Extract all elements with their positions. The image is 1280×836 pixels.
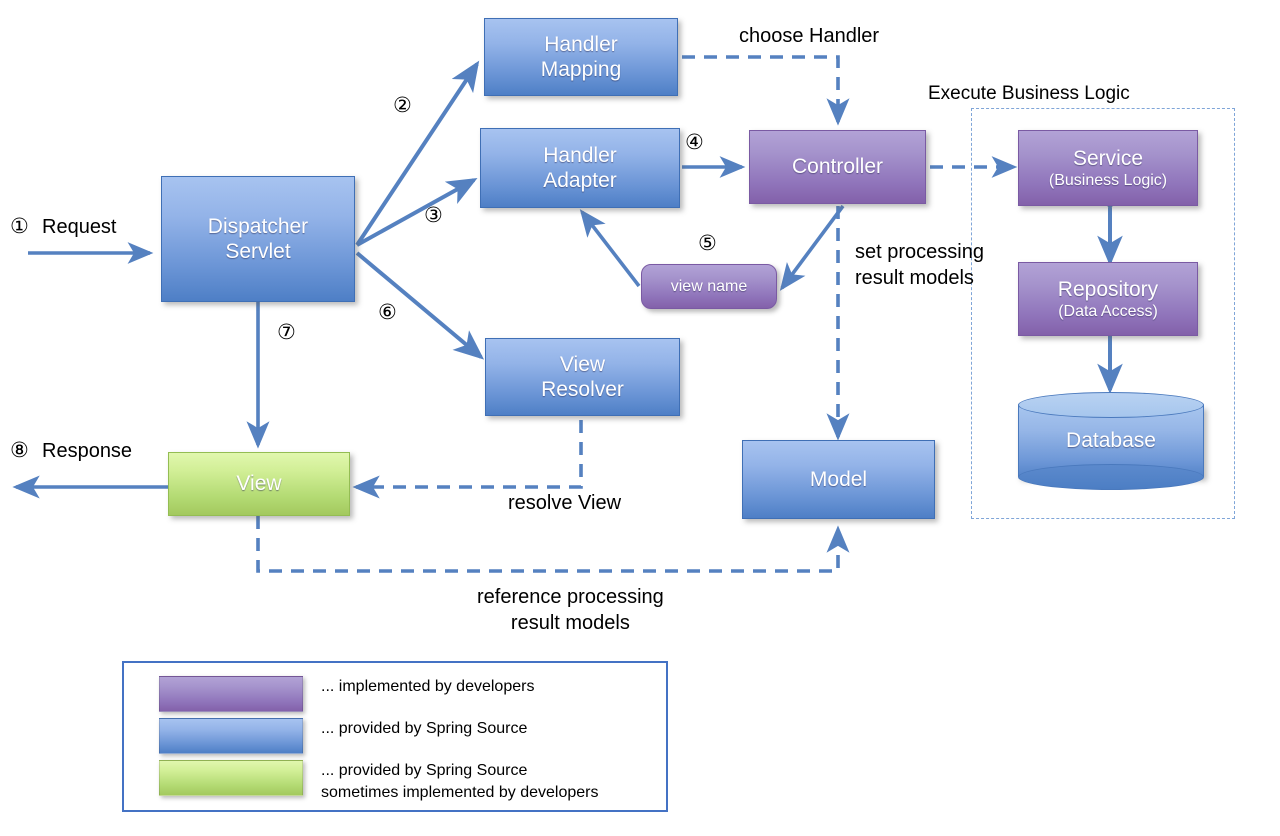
node-controller[interactable]: Controller (749, 130, 926, 204)
label-choose-handler: choose Handler (739, 25, 880, 47)
business-logic-region (971, 108, 1235, 519)
legend-swatch-implemented-by-developers (159, 676, 303, 712)
step-number-6: ⑥ (378, 301, 397, 324)
legend-label-provided-by-spring-source: ... provided by Spring Source (321, 720, 528, 737)
step-number-2: ② (393, 94, 412, 117)
node-dispatcher-servlet-line1: Dispatcher (207, 214, 309, 238)
node-model[interactable]: Model (742, 440, 935, 519)
legend-label-provided-sometimes-implemented: ... provided by Spring Source sometimes … (321, 762, 599, 801)
legend-swatch-provided-sometimes-implemented (159, 760, 303, 796)
node-dispatcher-servlet-line2: Servlet (225, 240, 291, 263)
node-view-name[interactable]: view name (641, 264, 777, 309)
arrow-dispatcher-to-handler-mapping (355, 60, 480, 247)
legend-label-implemented-by-developers: ... implemented by developers (321, 678, 535, 695)
node-handler-adapter-line1: Handler (543, 143, 617, 167)
node-repository-line1: Repository (1057, 277, 1159, 301)
node-service-line2: (Business Logic) (1048, 172, 1168, 189)
step-number-8: ⑧ (10, 439, 29, 462)
label-set-processing-result-models: set processing result models (855, 241, 984, 289)
node-repository[interactable]: Repository (Data Access) (1018, 262, 1198, 336)
legend-item: ... provided by Spring Source sometimes … (159, 760, 598, 803)
legend-swatch-provided-by-spring-source (159, 718, 303, 754)
node-handler-adapter[interactable]: Handler Adapter (480, 128, 680, 208)
step-number-7: ⑦ (277, 321, 296, 344)
node-view-resolver[interactable]: View Resolver (485, 338, 680, 416)
label-request: Request (42, 216, 117, 238)
node-view-resolver-line1: View (559, 352, 606, 376)
node-handler-adapter-line2: Adapter (543, 169, 617, 192)
node-dispatcher-servlet[interactable]: Dispatcher Servlet (161, 176, 355, 302)
step-number-1: ① (10, 215, 29, 238)
arrow-view-name-to-handler-adapter (579, 209, 641, 288)
step-number-4: ④ (685, 131, 704, 154)
database-cylinder-bottom (1018, 464, 1204, 490)
arrow-dispatcher-to-view-resolver (355, 251, 485, 360)
node-view-label: View (236, 472, 282, 496)
arrow-dispatcher-to-handler-adapter (356, 178, 478, 247)
arrow-choose-handler (682, 55, 850, 126)
node-handler-mapping[interactable]: Handler Mapping (484, 18, 678, 96)
node-view-resolver-line2: Resolver (541, 378, 624, 401)
arrow-controller-to-view-name (779, 204, 845, 291)
label-reference-processing-result-models: reference processing result models (477, 586, 664, 634)
arrow-view-to-model (256, 516, 850, 573)
node-database[interactable]: Database (1018, 392, 1204, 490)
node-handler-mapping-line2: Mapping (540, 58, 622, 81)
legend: ... implemented by developers ... provid… (122, 661, 668, 812)
arrow-view-resolver-to-view (352, 420, 583, 499)
node-repository-line2: (Data Access) (1058, 303, 1158, 320)
node-service[interactable]: Service (Business Logic) (1018, 130, 1198, 206)
legend-item: ... provided by Spring Source (159, 718, 527, 754)
label-response: Response (42, 440, 133, 462)
node-service-line1: Service (1072, 146, 1144, 170)
node-model-label: Model (809, 467, 868, 491)
node-handler-mapping-line1: Handler (544, 32, 618, 56)
node-view[interactable]: View (168, 452, 350, 516)
node-database-label: Database (1066, 429, 1156, 452)
label-resolve-view: resolve View (508, 492, 622, 514)
business-logic-region-title: Execute Business Logic (928, 83, 1130, 104)
step-number-5: ⑤ (698, 232, 717, 255)
legend-item: ... implemented by developers (159, 676, 534, 712)
node-view-name-label: view name (670, 277, 748, 295)
node-controller-label: Controller (791, 155, 884, 179)
step-number-3: ③ (424, 204, 443, 227)
